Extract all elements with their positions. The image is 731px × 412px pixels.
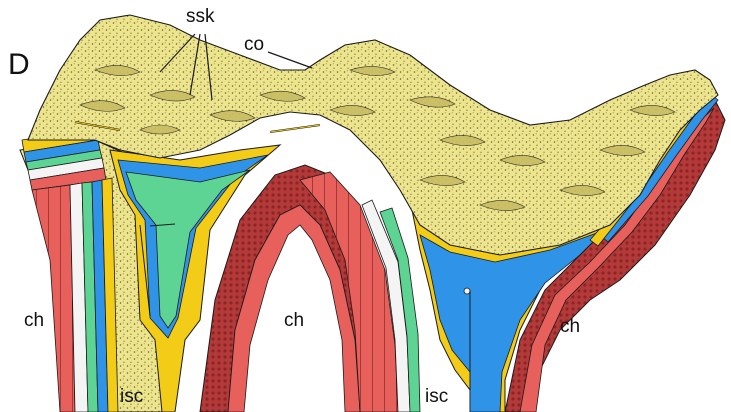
middle-chamber-wall bbox=[200, 165, 420, 412]
label-ch-left: ch bbox=[24, 310, 44, 332]
label-isc-right: isc bbox=[425, 386, 448, 408]
label-isc-left: isc bbox=[120, 386, 143, 408]
label-ssk: ssk bbox=[186, 6, 215, 28]
label-co: co bbox=[244, 34, 264, 56]
panel-letter: D bbox=[8, 48, 30, 82]
label-ch-right: ch bbox=[560, 316, 580, 338]
label-ch-middle: ch bbox=[284, 310, 304, 332]
